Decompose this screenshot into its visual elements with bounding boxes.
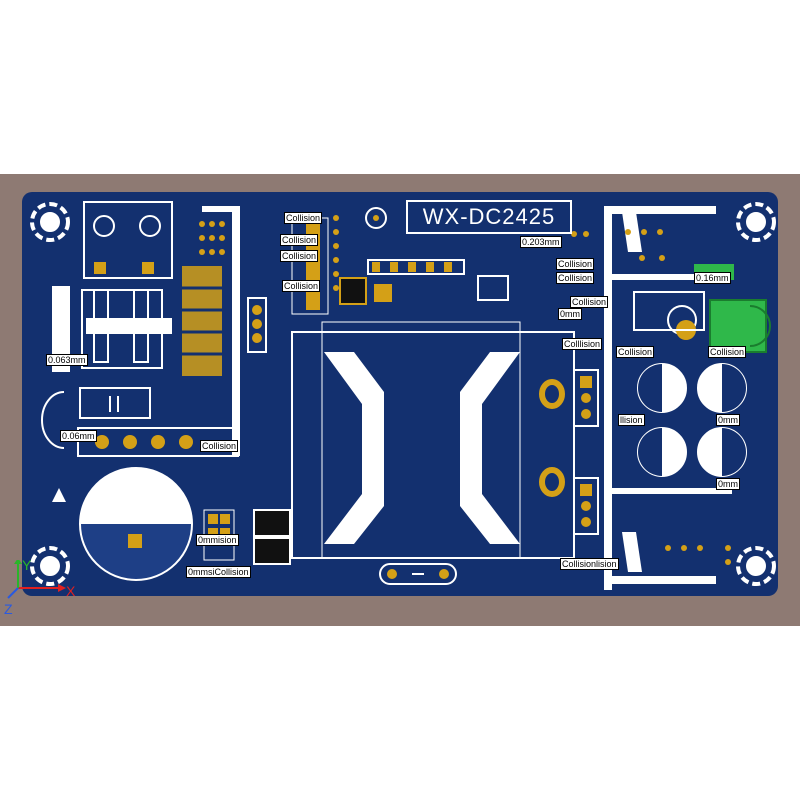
clearance-marker: 0mm: [558, 308, 582, 320]
clearance-marker: 0mm: [716, 414, 740, 426]
axis-x-label: X: [66, 583, 76, 599]
clearance-marker: 0.203mm: [520, 236, 562, 248]
clearance-marker: 0.16mm: [694, 272, 731, 284]
collision-marker: Collision: [570, 296, 609, 308]
axis-z-label: Z: [4, 601, 13, 617]
mounting-hole-top-right: [736, 202, 776, 242]
collision-marker: Colllision: [562, 338, 603, 350]
collision-marker: Collision: [284, 212, 323, 224]
collision-marker: Collision: [556, 258, 595, 270]
axis-triad: X Y Z: [4, 557, 84, 630]
clearance-marker: 0mmsiCollision: [186, 566, 251, 578]
collision-marker: Collision: [200, 440, 239, 452]
collision-marker: Collision: [282, 280, 321, 292]
mounting-hole-bottom-left: [30, 546, 70, 586]
collision-marker: Collision: [280, 250, 319, 262]
axis-triad-arrows: [7, 558, 66, 599]
clearance-marker: 0mmision: [196, 534, 239, 546]
input-terminal-outline: [83, 201, 173, 279]
mounting-hole-bottom-right: [736, 546, 776, 586]
clearance-marker: 0.06mm: [60, 430, 97, 442]
clearance-marker: 0.063mm: [46, 354, 88, 366]
collision-marker: Collision: [556, 272, 595, 284]
pcb-artwork: [30, 201, 776, 590]
mounting-hole-top-left: [30, 202, 70, 242]
collision-marker: Collision: [616, 346, 655, 358]
axis-y-label: Y: [22, 557, 32, 573]
board-title: WX-DC2425: [406, 200, 572, 234]
collision-marker: llision: [618, 414, 645, 426]
collision-marker: Collision: [708, 346, 747, 358]
collision-marker: Collision: [280, 234, 319, 246]
pcb-board[interactable]: WX-DC2425 Collision Collision Collision …: [22, 192, 778, 596]
collision-marker: Collisionlision: [560, 558, 619, 570]
pcb-3d-viewport[interactable]: WX-DC2425 Collision Collision Collision …: [0, 174, 800, 626]
clearance-marker: 0mm: [716, 478, 740, 490]
